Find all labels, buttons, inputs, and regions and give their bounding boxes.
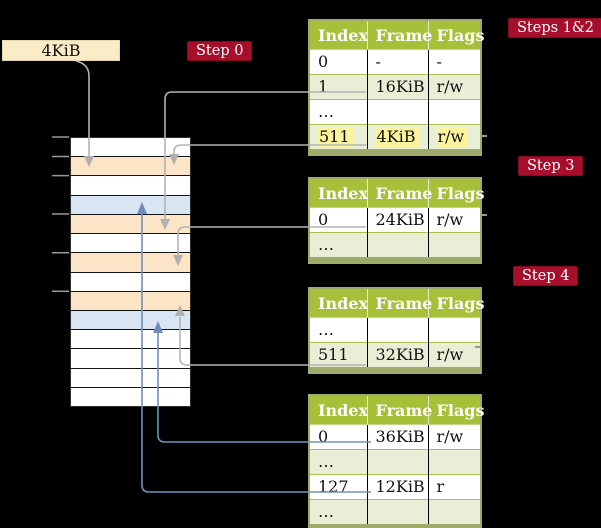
memory-frame-row [71, 310, 190, 331]
cell-index: … [318, 502, 334, 521]
badge-step-0: Step 0 [187, 41, 253, 61]
cell-flags: r/w [436, 127, 468, 147]
cell-flags: r/w [436, 427, 464, 446]
memory-frame-row [71, 195, 190, 215]
cell-frame: 16KiB [375, 77, 425, 96]
cell-index: … [318, 102, 334, 121]
memory-frame-row [71, 253, 190, 273]
table-row: 0 24KiB r/w [309, 207, 481, 233]
page-table-level2: Index Frame Flags 0 24KiB r/w … [308, 177, 485, 264]
cell-index: 511 [318, 127, 353, 147]
cell-index: 511 [318, 345, 349, 364]
col-header-frame: Frame [366, 178, 432, 208]
cell-index: … [318, 452, 334, 471]
memory-frame-row [71, 291, 190, 311]
memory-tick-marks [52, 136, 69, 293]
cell-frame: 12KiB [375, 477, 425, 496]
memory-frame-row [71, 387, 190, 407]
register-label: 4KiB [41, 41, 81, 60]
cell-index: 1 [318, 77, 329, 96]
col-header-index: Index [309, 20, 368, 50]
table-row-ellipsis: … [309, 99, 481, 125]
table-row-ellipsis: … [309, 232, 481, 261]
col-header-frame: Frame [366, 20, 432, 50]
table-row: 511 32KiB r/w [309, 342, 481, 371]
memory-frame-row [71, 368, 190, 388]
memory-frame-row [71, 349, 190, 369]
page-table-level3: Index Frame Flags … 511 32KiB r/w [308, 287, 485, 374]
cell-flags: r/w [436, 210, 464, 229]
memory-frame-row [71, 176, 190, 196]
cell-flags: r [436, 477, 445, 496]
table-row: 127 12KiB r [309, 474, 481, 500]
cell-frame: 36KiB [375, 427, 425, 446]
table-row-ellipsis: … [309, 317, 481, 343]
table-header-row: Index Frame Flags [309, 288, 485, 318]
cell-frame: 24KiB [375, 210, 425, 229]
cell-index: 0 [318, 210, 329, 229]
memory-frame-row [71, 157, 190, 177]
col-header-flags: Flags [427, 395, 485, 425]
table-row: 0 - - [309, 49, 481, 75]
col-header-flags: Flags [427, 178, 485, 208]
cell-frame: - [375, 52, 381, 71]
col-header-frame: Frame [366, 395, 432, 425]
table-header-row: Index Frame Flags [309, 178, 485, 208]
table-row-ellipsis: … [309, 499, 481, 528]
col-header-index: Index [309, 395, 368, 425]
table-row: 1 16KiB r/w [309, 74, 481, 100]
memory-frame-row [71, 214, 190, 235]
badge-steps-1-2: Steps 1&2 [508, 18, 601, 38]
cell-frame: 4KiB [375, 127, 419, 147]
table-row-highlighted: 511 4KiB r/w [309, 124, 481, 153]
badge-step-4: Step 4 [513, 266, 579, 286]
table-row-ellipsis: … [309, 449, 481, 475]
cell-index: … [318, 320, 334, 339]
page-table-leaf: Index Frame Flags 0 36KiB r/w … 127 12Ki… [308, 394, 485, 528]
memory-frame-row [71, 138, 190, 158]
memory-column [70, 137, 191, 407]
table-header-row: Index Frame Flags [309, 20, 485, 50]
cell-index: 0 [318, 427, 329, 446]
cell-index: 0 [318, 52, 329, 71]
cell-frame: 32KiB [375, 345, 425, 364]
register-box: 4KiB [2, 40, 120, 61]
table-header-row: Index Frame Flags [309, 395, 485, 425]
page-table-root: Index Frame Flags 0 - - 1 16KiB r/w … 51… [308, 19, 485, 156]
badge-step-3: Step 3 [518, 156, 584, 176]
cell-flags: - [436, 52, 442, 71]
cell-index: 127 [318, 477, 349, 496]
table-row: 0 36KiB r/w [309, 424, 481, 450]
col-header-flags: Flags [427, 20, 485, 50]
memory-frame-row [71, 330, 190, 350]
cell-flags: r/w [436, 345, 464, 364]
col-header-index: Index [309, 288, 368, 318]
memory-frame-row [71, 272, 190, 292]
cell-flags: r/w [436, 77, 464, 96]
col-header-frame: Frame [366, 288, 432, 318]
col-header-index: Index [309, 178, 368, 208]
cell-index: … [318, 235, 334, 254]
col-header-flags: Flags [427, 288, 485, 318]
memory-frame-row [71, 234, 190, 254]
